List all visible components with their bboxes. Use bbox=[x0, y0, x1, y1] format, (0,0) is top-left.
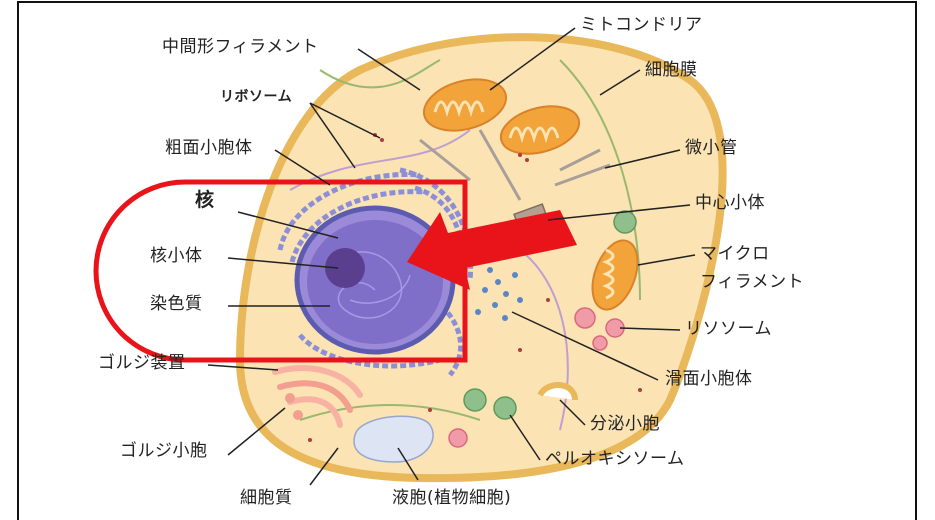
label-cytoplasm: 細胞質 bbox=[240, 490, 293, 507]
label-lysosome: リソソーム bbox=[685, 321, 772, 338]
label-rough-er: 粗面小胞体 bbox=[165, 140, 253, 157]
label-chromatin: 染色質 bbox=[150, 296, 203, 313]
label-cell-membrane: 細胞膜 bbox=[645, 62, 698, 79]
label-microfilament-line2: フィラメント bbox=[700, 274, 804, 291]
label-microfilament-line1: マイクロ bbox=[700, 246, 770, 263]
label-intermediate-filament: 中間形フィラメント bbox=[162, 39, 319, 56]
label-peroxisome: ペルオキシソーム bbox=[545, 451, 685, 468]
label-golgi-vesicle: ゴルジ小胞 bbox=[120, 443, 208, 460]
label-nucleus: 核 bbox=[195, 191, 215, 210]
label-ribosome: リボソーム bbox=[220, 90, 292, 104]
label-nucleolus: 核小体 bbox=[150, 248, 203, 265]
label-golgi-apparatus: ゴルジ装置 bbox=[98, 355, 186, 372]
label-smooth-er: 滑面小胞体 bbox=[665, 371, 753, 388]
label-vacuole: 液胞(植物細胞) bbox=[392, 490, 511, 507]
label-microtubule: 微小管 bbox=[685, 140, 738, 157]
label-secretory-vesicle: 分泌小胞 bbox=[590, 416, 660, 433]
label-mitochondria: ミトコンドリア bbox=[580, 17, 703, 34]
vacuole-shape bbox=[354, 416, 433, 462]
label-centriole: 中心小体 bbox=[695, 195, 765, 212]
